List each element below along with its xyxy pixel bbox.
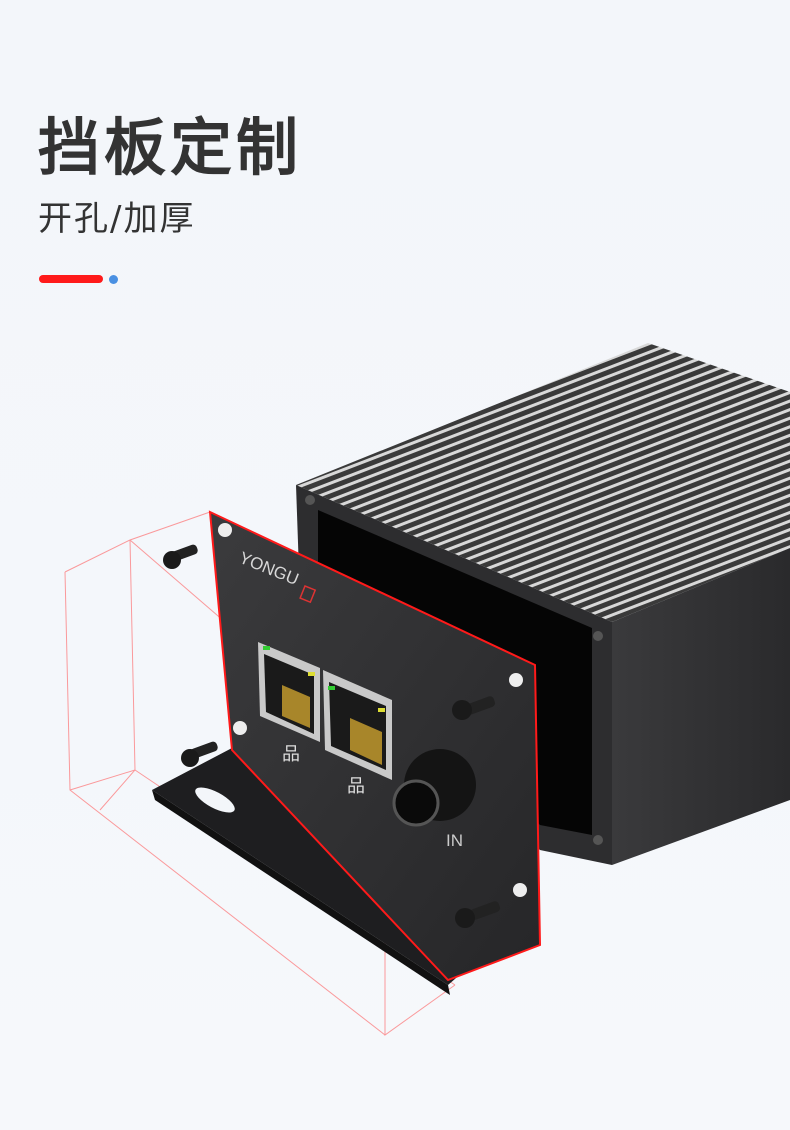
screw-icon [163, 544, 198, 569]
screw-icon [452, 696, 496, 720]
page-subtitle: 开孔/加厚 [38, 199, 196, 239]
rj45-port [258, 642, 320, 742]
network-icon: 品 [347, 776, 365, 797]
power-connector [392, 749, 476, 827]
port-label: IN [446, 831, 463, 850]
brand-seal [299, 585, 317, 604]
page-title: 挡板定制 [38, 111, 303, 184]
rj45-port [323, 670, 392, 780]
face-plate: YONGU 品 品 IN [208, 510, 542, 982]
accent-dot [109, 275, 118, 284]
screw-icon [181, 741, 218, 767]
network-icon: 品 [282, 744, 300, 765]
accent-bar [39, 275, 103, 283]
screw-icon [455, 901, 501, 928]
